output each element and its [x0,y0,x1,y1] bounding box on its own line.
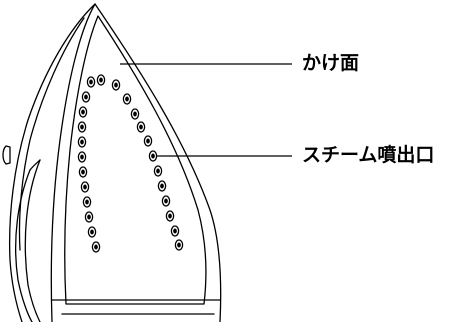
vent-hole [111,79,121,91]
iron-body-outline [9,3,96,323]
vent-hole [122,93,132,105]
vent-hole [77,121,87,133]
vent-hole [130,108,140,120]
vent-hole [77,136,87,148]
iron-body-inner-line [18,17,85,251]
steam-vents [77,74,184,253]
vent-hole [84,211,94,223]
soleplate-inner-rim [64,15,207,305]
vent-hole [96,74,106,86]
vent-hole [165,210,175,222]
vent-hole [148,150,158,162]
vent-hole [78,166,88,178]
soleplate-outline [50,3,222,323]
steam-vents-label: スチーム噴出口 [302,144,435,166]
vent-hole [157,180,167,192]
vent-hole [170,225,180,237]
vent-hole [87,226,97,238]
vent-hole [82,196,92,208]
vent-hole [153,165,163,177]
vent-hole [91,241,101,253]
handle-grip [14,169,33,323]
soleplate-label: かけ面 [302,52,360,74]
vent-hole [143,135,153,147]
vent-hole [136,121,146,133]
vent-hole [86,76,96,88]
vent-hole [77,151,87,163]
side-knob [2,145,11,165]
vent-hole [174,239,184,251]
vent-hole [161,195,171,207]
vent-hole [78,106,88,118]
vent-hole [80,181,90,193]
vent-hole [81,91,91,103]
